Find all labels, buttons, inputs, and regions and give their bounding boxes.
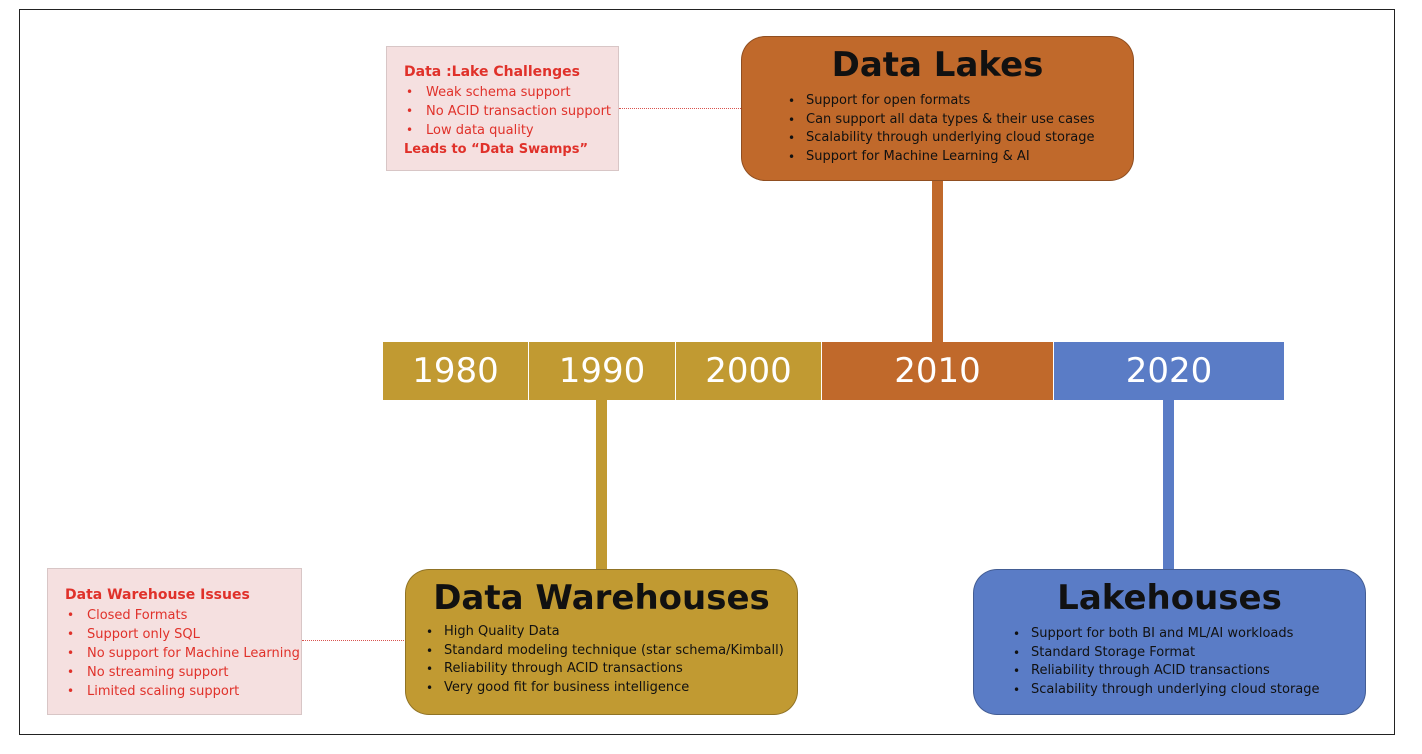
year-2010: 2010 [822, 342, 1053, 400]
warehouse-issues-list: Closed Formats Support only SQL No suppo… [65, 606, 301, 701]
list-item: Support for open formats [784, 92, 1133, 111]
list-item: Support for Machine Learning & AI [784, 148, 1133, 167]
warehouse-issues-link [302, 640, 406, 641]
data-warehouses-box: Data Warehouses High Quality Data Standa… [405, 569, 798, 715]
data-lakes-title: Data Lakes [831, 45, 1044, 85]
list-item: No ACID transaction support [404, 102, 618, 121]
data-lakes-box: Data Lakes Support for open formats Can … [741, 36, 1134, 181]
lakehouses-box: Lakehouses Support for both BI and ML/AI… [973, 569, 1366, 715]
list-item: Scalability through underlying cloud sto… [1009, 681, 1365, 700]
list-item: Very good fit for business intelligence [422, 679, 797, 698]
year-2020: 2020 [1054, 342, 1284, 400]
list-item: No streaming support [65, 663, 301, 682]
data-lakes-list: Support for open formats Can support all… [784, 92, 1133, 166]
list-item: Closed Formats [65, 606, 301, 625]
data-warehouses-connector [596, 400, 607, 570]
lake-challenges-link [619, 108, 741, 109]
list-item: Can support all data types & their use c… [784, 111, 1133, 130]
year-1980: 1980 [383, 342, 528, 400]
list-item: Weak schema support [404, 83, 618, 102]
warehouse-issues-note: Data Warehouse Issues Closed Formats Sup… [47, 568, 302, 715]
lakehouses-list: Support for both BI and ML/AI workloads … [1009, 625, 1365, 699]
list-item: No support for Machine Learning [65, 644, 301, 663]
lakehouses-title: Lakehouses [1057, 578, 1282, 618]
lake-challenges-note: Data :Lake Challenges Weak schema suppor… [386, 46, 619, 171]
year-1990: 1990 [529, 342, 675, 400]
list-item: Support only SQL [65, 625, 301, 644]
data-warehouses-list: High Quality Data Standard modeling tech… [422, 623, 797, 697]
list-item: Scalability through underlying cloud sto… [784, 129, 1133, 148]
list-item: Support for both BI and ML/AI workloads [1009, 625, 1365, 644]
lake-challenges-title: Data :Lake Challenges [404, 64, 580, 80]
list-item: Standard Storage Format [1009, 644, 1365, 663]
list-item: Reliability through ACID transactions [1009, 662, 1365, 681]
list-item: Reliability through ACID transactions [422, 660, 797, 679]
lake-challenges-list: Weak schema support No ACID transaction … [404, 83, 618, 140]
list-item: Standard modeling technique (star schema… [422, 642, 797, 661]
list-item: Low data quality [404, 121, 618, 140]
lakehouses-connector [1163, 400, 1174, 570]
list-item: High Quality Data [422, 623, 797, 642]
list-item: Limited scaling support [65, 682, 301, 701]
lake-challenges-footer: Leads to “Data Swamps” [404, 142, 589, 157]
data-warehouses-title: Data Warehouses [433, 578, 770, 618]
year-2000: 2000 [676, 342, 821, 400]
warehouse-issues-title: Data Warehouse Issues [65, 587, 250, 603]
data-lakes-connector [932, 180, 943, 343]
